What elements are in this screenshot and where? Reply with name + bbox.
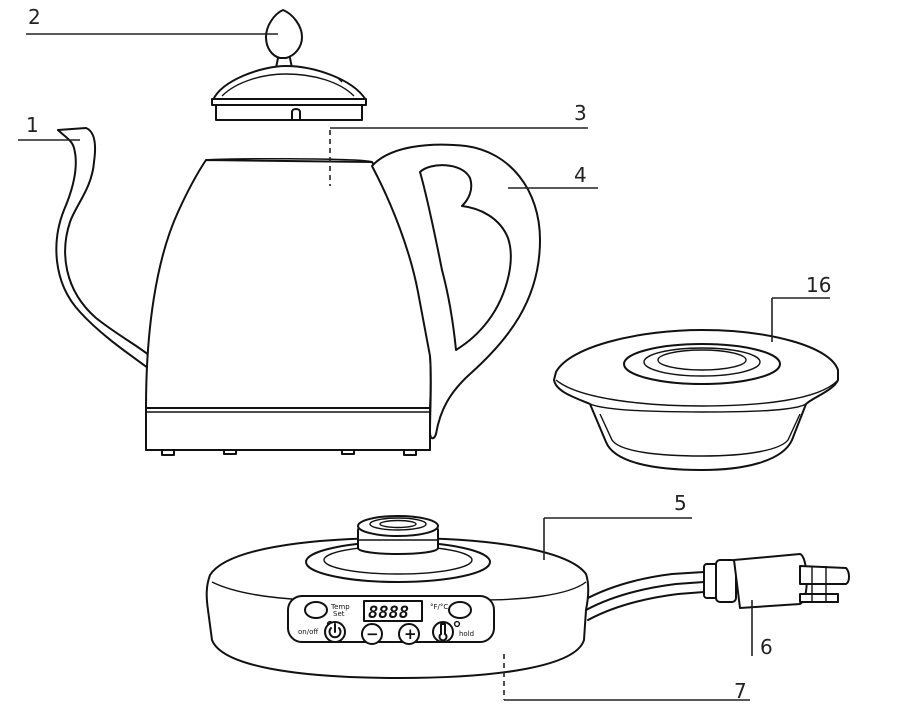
callout-1: 1 — [26, 113, 39, 137]
temp-set-label-1: Temp — [330, 603, 350, 611]
callout-5: 5 — [674, 491, 687, 515]
unit-toggle-button[interactable] — [448, 601, 472, 619]
callout-2: 2 — [28, 5, 41, 29]
plus-icon: + — [404, 625, 417, 643]
plus-button[interactable] — [398, 623, 420, 645]
minus-button[interactable] — [361, 623, 383, 645]
leader-lines — [18, 33, 830, 701]
callout-7: 7 — [734, 679, 747, 703]
unit-toggle-label: °F/°C — [430, 603, 448, 611]
callout-6: 6 — [760, 635, 773, 659]
temp-set-label-2: Set — [333, 610, 345, 618]
callout-labels: 2 1 3 4 16 5 6 7 — [26, 5, 831, 703]
control-panel: Temp Set 8888 °F/°C on/off − + hold — [287, 595, 495, 645]
lid — [211, 9, 367, 121]
callout-16: 16 — [806, 273, 831, 297]
callout-4: 4 — [574, 163, 587, 187]
hold-button[interactable] — [432, 621, 454, 643]
spout — [57, 127, 151, 357]
handle-grip — [419, 164, 512, 351]
hold-label: hold — [459, 630, 474, 638]
plug — [733, 553, 808, 609]
temp-set-button[interactable] — [304, 601, 328, 619]
temperature-display: 8888 — [368, 603, 409, 623]
minus-icon: − — [366, 625, 379, 643]
thermometer-icon — [438, 623, 448, 642]
callout-3: 3 — [574, 101, 587, 125]
kettle — [55, 127, 541, 456]
power-icon — [328, 627, 342, 639]
onoff-label: on/off — [298, 628, 318, 636]
power-base: Temp Set 8888 °F/°C on/off − + hold — [205, 515, 850, 679]
spare-base — [553, 329, 839, 471]
